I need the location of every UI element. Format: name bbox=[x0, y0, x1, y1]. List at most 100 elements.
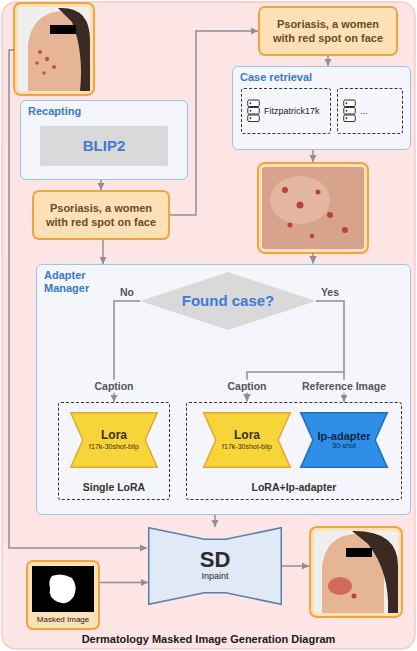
node-label: LoRA+Ip-adapter bbox=[252, 481, 337, 494]
caption-box: Psoriasis, a women with red spot on face bbox=[258, 6, 398, 56]
image-frame bbox=[258, 163, 368, 253]
reference-arrow bbox=[312, 253, 314, 264]
database-box: Fitzpatrick17k bbox=[241, 88, 331, 134]
image-frame bbox=[14, 3, 94, 95]
node-label: Recapting bbox=[28, 105, 81, 118]
server-slot bbox=[344, 108, 356, 115]
node-label: BLIP2 bbox=[83, 137, 126, 155]
node-label: Masked Image bbox=[37, 615, 89, 625]
mask-illustration bbox=[28, 562, 98, 618]
node-label: Adapter Manager bbox=[44, 269, 114, 295]
server-slot bbox=[248, 115, 260, 122]
lora-shape bbox=[204, 413, 291, 468]
adapter-group: LoRA+Ip-adapterLoraf17k-30shot-blipIp-ad… bbox=[186, 402, 402, 500]
server-light bbox=[346, 110, 348, 112]
figure-caption: Dermatology Masked Image Generation Diag… bbox=[82, 633, 336, 646]
masked-image-box: Masked Image bbox=[26, 560, 100, 630]
node-label: Lora bbox=[101, 429, 127, 443]
edge-label: No bbox=[118, 286, 136, 299]
connector-arrow bbox=[100, 582, 148, 584]
node-label: Case retrieval bbox=[240, 71, 312, 84]
server-light bbox=[250, 102, 252, 104]
caption-box: Psoriasis, a women with red spot on face bbox=[32, 190, 170, 240]
lora-block: Loraf17k-30shot-blip bbox=[203, 412, 291, 468]
process-group: Case retrievalFitzpatrick17k... bbox=[232, 66, 411, 150]
skin-spot bbox=[35, 61, 39, 65]
connector-arrow bbox=[100, 180, 102, 190]
mask-ground bbox=[32, 566, 94, 612]
node-label: Psoriasis, a women with red spot on face bbox=[40, 201, 162, 230]
input-label-holder: Reference Image bbox=[300, 380, 388, 393]
node-sublabel: 30-shot bbox=[332, 442, 355, 450]
server-slot bbox=[248, 100, 260, 107]
ip-shape bbox=[301, 413, 388, 468]
database-box: ... bbox=[337, 88, 403, 134]
connector-arrow bbox=[214, 515, 216, 527]
node-label: Lora bbox=[234, 429, 260, 443]
skin-spot bbox=[352, 594, 357, 599]
node-label: Found case? bbox=[182, 292, 275, 310]
generated-lesion bbox=[328, 577, 352, 595]
node-label: SD bbox=[200, 549, 231, 571]
edge-label: Yes bbox=[319, 286, 341, 299]
eye-bar bbox=[50, 25, 76, 34]
input-label: Reference Image bbox=[300, 380, 388, 393]
output-arrow bbox=[282, 565, 309, 567]
inpaint-model: SDInpaint bbox=[148, 527, 282, 605]
process-group: RecaptingBLIP2 bbox=[20, 100, 188, 180]
edge-label-holder: Yes bbox=[319, 286, 341, 299]
node-label: ... bbox=[360, 106, 368, 117]
caption-holder: Dermatology Masked Image Generation Diag… bbox=[82, 633, 336, 646]
node-sublabel: Inpaint bbox=[201, 571, 228, 583]
node-label: Psoriasis, a women with red spot on face bbox=[266, 17, 390, 46]
server-slot bbox=[344, 115, 356, 122]
node-label: Ip-adapter bbox=[317, 430, 370, 443]
server-light bbox=[250, 110, 252, 112]
input-label: Caption bbox=[225, 380, 268, 393]
node-label: Fitzpatrick17k bbox=[264, 106, 320, 117]
server-slot bbox=[344, 100, 356, 107]
skin-spot bbox=[42, 71, 46, 75]
model-box: BLIP2 bbox=[40, 126, 168, 166]
edge-label-holder: No bbox=[118, 286, 136, 299]
skin-spot bbox=[310, 234, 314, 238]
photo-ground bbox=[18, 7, 90, 91]
image-frame bbox=[310, 527, 402, 617]
node-sublabel: f17k-30shot-blip bbox=[89, 443, 139, 451]
ip-adapter-block: Ip-adapter30-shot bbox=[300, 412, 388, 468]
skin-spot bbox=[282, 187, 288, 193]
skin-spot bbox=[52, 65, 56, 69]
adapter-group: Single LoRA Loraf17k-30shot-blip bbox=[58, 402, 170, 500]
diamond-shape bbox=[140, 272, 316, 330]
input-label: Caption bbox=[92, 380, 135, 393]
server-light bbox=[346, 102, 348, 104]
skin-spot bbox=[327, 212, 333, 218]
node-sublabel: f17k-30shot-blip bbox=[222, 443, 272, 451]
server-slot bbox=[248, 108, 260, 115]
eye-bar bbox=[346, 548, 372, 557]
database-icon bbox=[343, 99, 356, 123]
lora-shape bbox=[71, 413, 158, 468]
skin-spot bbox=[297, 202, 304, 209]
skin-spot bbox=[288, 223, 293, 228]
connector-arrow bbox=[327, 56, 329, 66]
node-label: Single LoRA bbox=[83, 481, 145, 494]
skin-spot bbox=[45, 57, 49, 61]
server-light bbox=[346, 117, 348, 119]
sd-shape bbox=[149, 528, 282, 605]
skin-highlight bbox=[270, 176, 330, 224]
mask-region bbox=[49, 574, 75, 603]
input-label-holder: Caption bbox=[225, 380, 268, 393]
connector-arrow bbox=[102, 240, 104, 264]
connector-arrow bbox=[170, 31, 258, 215]
lora-block: Loraf17k-30shot-blip bbox=[70, 412, 158, 468]
skin-spot bbox=[342, 227, 348, 233]
server-light bbox=[250, 117, 252, 119]
input-label-holder: Caption bbox=[92, 380, 135, 393]
reference-photo bbox=[262, 167, 364, 249]
retrieval-arrow bbox=[312, 150, 314, 162]
skin-spot bbox=[38, 50, 42, 54]
decision-diamond: Found case? bbox=[140, 272, 316, 330]
